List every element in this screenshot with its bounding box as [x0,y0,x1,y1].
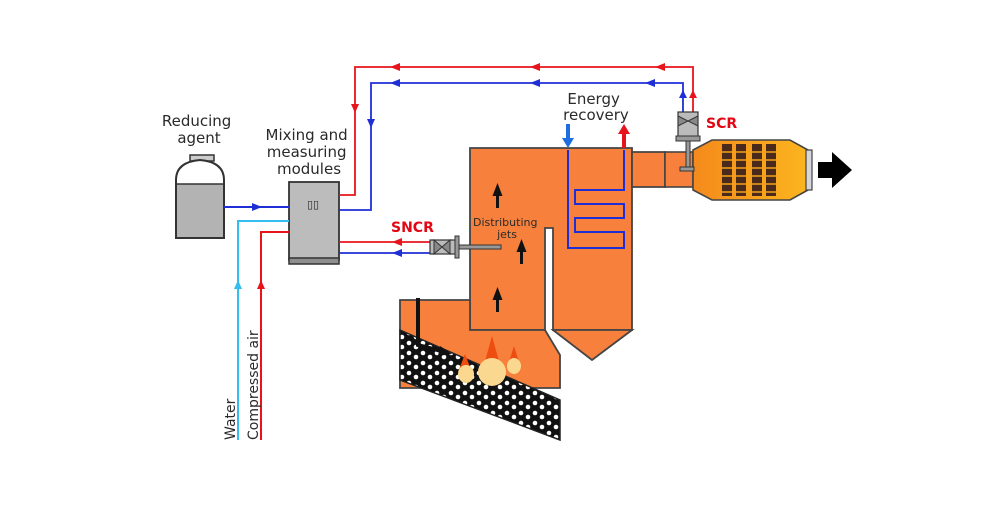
fuel-feed-arrow-icon [438,346,452,356]
fuel-bed [399,328,561,442]
top-line-arrow-icons [351,63,697,128]
water-arrow-icon [234,280,242,289]
water-label: Water [223,398,239,440]
flame-icon [458,336,521,386]
compressed-air-supply-line [260,231,289,440]
feed-arrow-icon [252,203,262,211]
sncr-air-arrow-icon [392,238,402,246]
coolant-in-arrow-icon [562,124,574,148]
sncr-injector [429,235,502,259]
sncr-label: SNCR [391,220,434,236]
reducing-agent-tank [175,154,225,239]
water-supply-line [237,220,289,440]
distributing-jets-label: Distributing jets [473,216,541,241]
sncr-reagent-arrow-icon [392,249,402,257]
energy-recovery-coil [567,150,625,249]
coolant-out-arrow-icon [618,124,630,148]
scr-injector [675,111,701,172]
scr-air-line [339,66,694,196]
fuel-feed-arrow [416,298,446,354]
mixing-module-box [288,181,340,265]
compressed-air-label: Compressed air [246,330,262,440]
reducing-agent-label: Reducing agent [162,112,236,147]
module-indicator-icon: ▯▯ [307,198,319,211]
exhaust-arrow-icon [818,152,852,188]
compressed-air-arrow-icon [257,280,265,289]
mixing-modules-label: Mixing and measuring modules [266,126,353,178]
scr-label: SCR [706,116,737,132]
energy-recovery-label: Energy recovery [563,90,629,124]
scr-reactor [664,139,813,201]
gas-flow-arrow-icons [492,183,527,312]
